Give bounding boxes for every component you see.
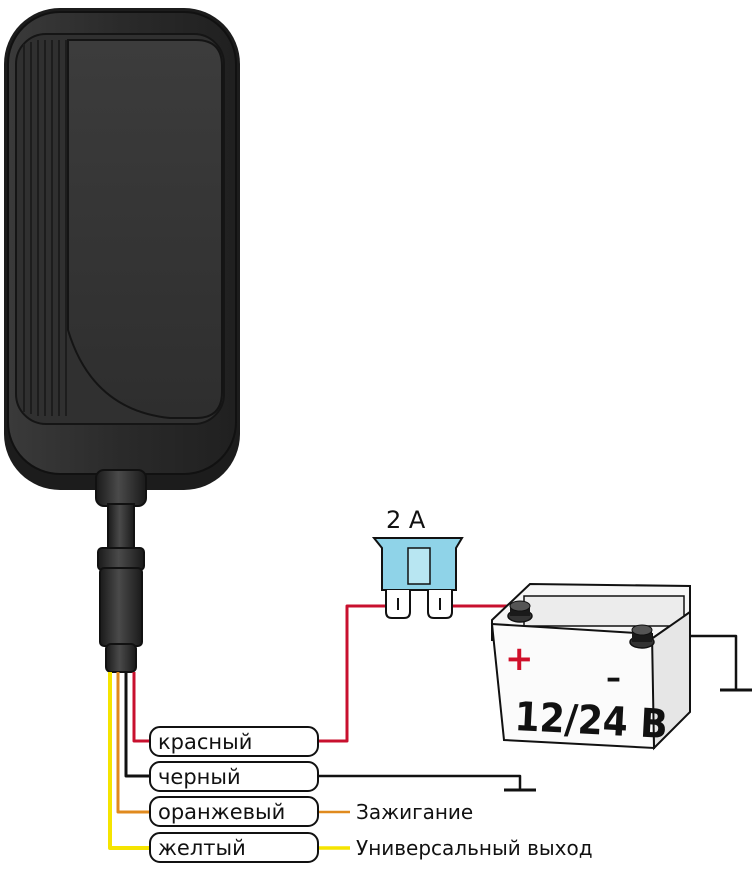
cable-connector: [99, 567, 143, 647]
wire-black: [124, 672, 150, 778]
wire-black-to-ground: [318, 774, 522, 790]
battery-front: [490, 622, 656, 750]
wire-label-orange: оранжевый: [158, 800, 285, 824]
wire-yellow: [108, 672, 150, 850]
wire-label-box-yellow: [149, 832, 319, 863]
function-label-universal-output: Универсальный выход: [356, 836, 593, 860]
battery-plus-sign: +: [505, 639, 534, 679]
battery-top-cover: [523, 595, 685, 627]
tracker-grip-ridges: [23, 40, 67, 416]
battery-terminal-positive: [507, 600, 533, 623]
wire-orange: [116, 672, 150, 814]
function-label-ignition: Зажигание: [356, 800, 473, 824]
wire-labels: красный черный оранжевый желтый Зажигани…: [149, 726, 593, 863]
wire-label-red: красный: [158, 730, 252, 754]
tracker-top-plate: [67, 39, 223, 419]
battery: + – 12/24 В: [490, 582, 691, 751]
fuse-window: [407, 547, 431, 585]
battery-terminal-negative: [629, 624, 655, 649]
cable-connector-tip: [105, 643, 137, 673]
tracker-cable: [95, 469, 147, 673]
wire-label-yellow: желтый: [158, 836, 246, 860]
cable-strain-relief: [95, 469, 147, 507]
cable-connector-ring: [97, 547, 145, 571]
wire-label-box-red: [149, 726, 319, 757]
wire-red: [132, 672, 150, 743]
wire-label-box-black: [149, 761, 319, 792]
fuse-rating: 2 A: [386, 506, 426, 534]
tracker-device: [4, 8, 240, 490]
wire-label-box-orange: [149, 796, 319, 827]
wire-label-black: черный: [158, 765, 241, 789]
wire-bundle: [108, 604, 738, 850]
battery-voltage: 12/24 В: [513, 694, 668, 748]
battery-minus-sign: –: [606, 661, 621, 696]
wire-red-to-fuse: [318, 604, 392, 743]
fuse: 2 A: [371, 506, 464, 619]
cable-wire: [107, 503, 135, 553]
